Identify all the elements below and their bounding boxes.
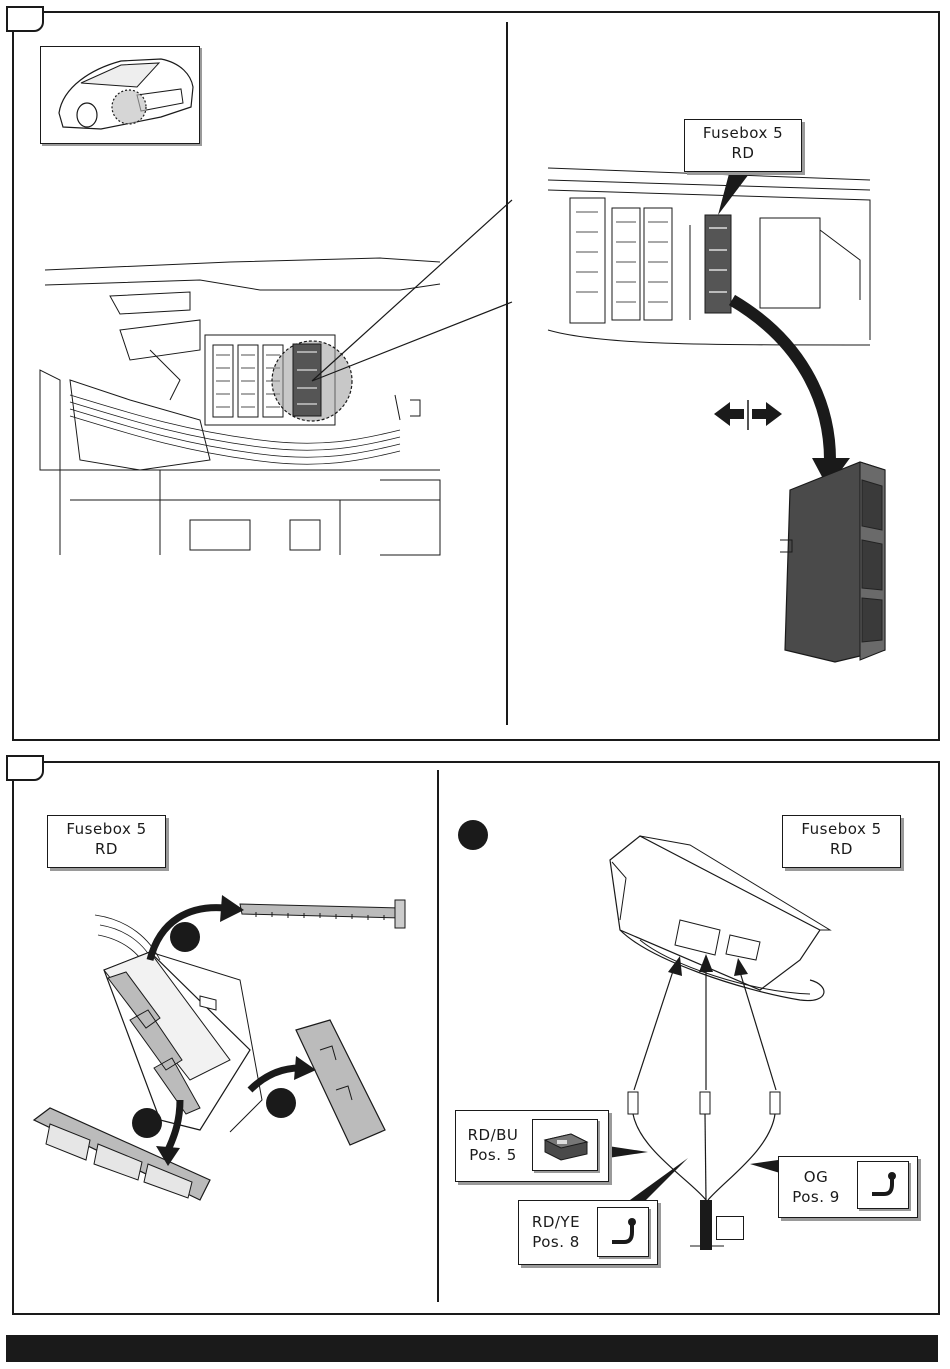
wire-hook-icon [597,1207,649,1257]
wire-hook-icon [857,1161,909,1209]
wire-position: Pos. 9 [783,1187,849,1207]
wire-label-rd-ye: RD/YE Pos. 8 [518,1200,658,1265]
wire-position: Pos. 8 [523,1232,589,1252]
wire-tag-box [716,1216,744,1240]
wire-label-rd-bu: RD/BU Pos. 5 [455,1110,609,1182]
wire-position: Pos. 5 [460,1145,526,1165]
wire-color: RD/BU [460,1125,526,1145]
footer-bar [6,1335,938,1362]
wire-label-og: OG Pos. 9 [778,1156,918,1218]
wire-color: RD/YE [523,1212,589,1232]
fuse-holder-icon [532,1119,598,1171]
wire-color: OG [783,1167,849,1187]
